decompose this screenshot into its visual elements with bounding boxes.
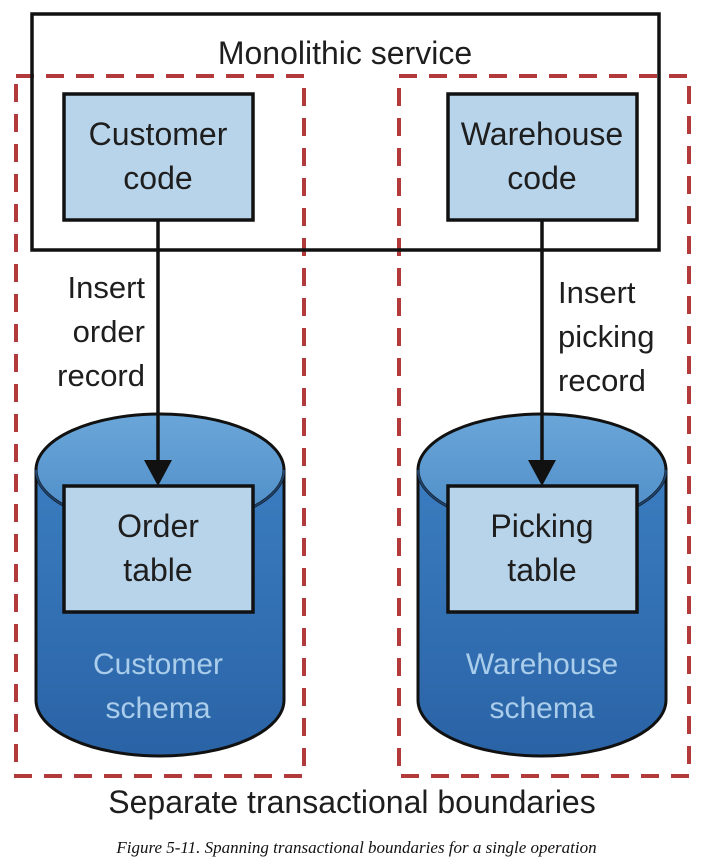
monolithic-service-title: Monolithic service: [218, 35, 472, 71]
insert-picking-label-line1: Insert: [558, 275, 636, 310]
customer-code-label-line1: Customer: [89, 116, 228, 152]
picking-table-label-line2: table: [507, 552, 576, 588]
monolithic-service-box: [30, 12, 661, 252]
figure-caption: Figure 5-11. Spanning transactional boun…: [116, 838, 597, 857]
insert-order-arrow: [144, 220, 172, 486]
warehouse-schema-label-line2: schema: [489, 692, 594, 725]
insert-order-label-line2: order: [73, 314, 145, 349]
insert-picking-arrow: [528, 220, 556, 486]
picking-table-box: [446, 484, 639, 614]
warehouse-transaction-boundary: [397, 74, 691, 778]
insert-order-label-line1: Insert: [67, 270, 145, 305]
customer-schema-label-line1: Customer: [93, 648, 223, 681]
order-table-box: [62, 484, 255, 614]
customer-schema-label-line2: schema: [105, 692, 210, 725]
insert-picking-label-line2: picking: [558, 319, 655, 354]
warehouse-code-box: [446, 92, 639, 222]
customer-code-box: [62, 92, 255, 222]
warehouse-code-label-line1: Warehouse: [461, 116, 623, 152]
transactional-boundaries-label: Separate transactional boundaries: [108, 784, 595, 820]
picking-table-label-line1: Picking: [490, 508, 593, 544]
insert-picking-label-line3: record: [558, 363, 646, 398]
customer-transaction-boundary: [14, 74, 306, 778]
order-table-label-line1: Order: [117, 508, 199, 544]
order-table-label-line2: table: [123, 552, 192, 588]
insert-order-label-line3: record: [57, 358, 145, 393]
customer-code-label-line2: code: [123, 160, 192, 196]
warehouse-schema-label-line1: Warehouse: [466, 648, 618, 681]
warehouse-code-label-line2: code: [507, 160, 576, 196]
